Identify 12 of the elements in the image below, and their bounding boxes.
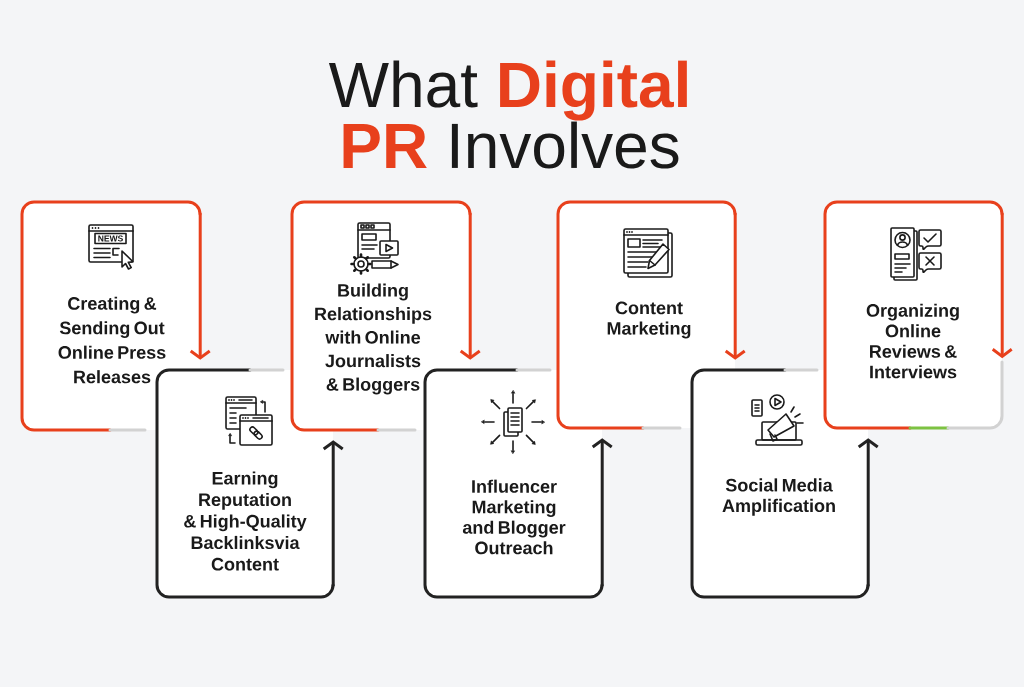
arrow bbox=[991, 212, 1013, 359]
arrow bbox=[591, 438, 613, 587]
icon-text: NEWS bbox=[98, 235, 123, 242]
title: What Digital PR Involves bbox=[328, 60, 687, 169]
arrow bbox=[857, 438, 879, 587]
process-box: Influencer Marketing and Blogger Outreach bbox=[423, 368, 604, 599]
arrow bbox=[459, 212, 481, 360]
arrow bbox=[322, 440, 344, 587]
arrow bbox=[189, 212, 211, 360]
process-box: Organizing Online Reviews & Interviews bbox=[823, 200, 1004, 430]
arrow bbox=[724, 212, 746, 360]
process-box: Social Media Amplification bbox=[690, 368, 870, 599]
